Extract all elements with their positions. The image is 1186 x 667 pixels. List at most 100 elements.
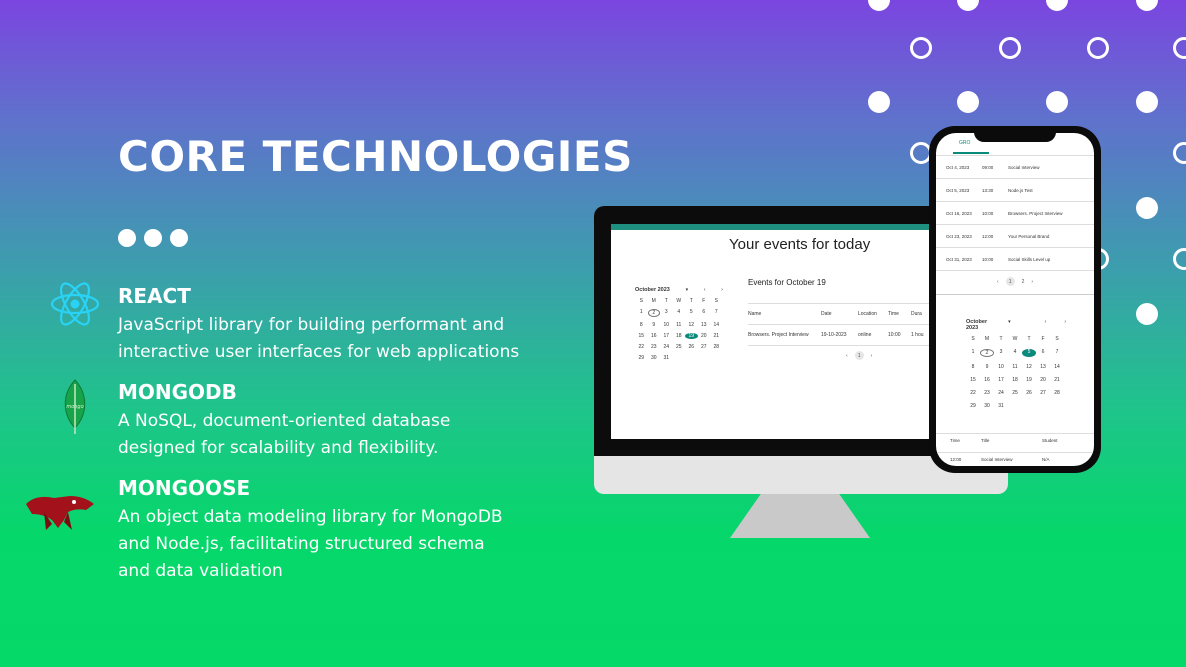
calendar-day[interactable]: 21	[713, 333, 720, 339]
calendar-day[interactable]: 6	[702, 309, 706, 315]
calendar-day	[1050, 403, 1064, 409]
next-month-icon[interactable]: ›	[1064, 319, 1066, 325]
events-heading: Events for October 19	[748, 278, 826, 287]
calendar-day[interactable]: 31	[998, 403, 1004, 409]
weekday-label: F	[702, 298, 706, 304]
calendar-day[interactable]: 16	[650, 333, 657, 339]
calendar-day[interactable]: 18	[1012, 377, 1018, 383]
calendar-day[interactable]: 19	[685, 333, 698, 339]
calendar-day[interactable]: 16	[984, 377, 990, 383]
table-row[interactable]: 12:00 Social Interview N/A	[950, 457, 1050, 462]
calendar-day[interactable]: 12	[1026, 364, 1032, 370]
next-page-icon[interactable]: ›	[870, 352, 873, 359]
calendar-day[interactable]: 27	[1040, 390, 1046, 396]
calendar-day[interactable]: 17	[998, 377, 1004, 383]
calendar-day[interactable]: 9	[652, 322, 656, 328]
calendar-day[interactable]: 24	[998, 390, 1004, 396]
tech-name: REACT	[118, 284, 191, 308]
calendar-day[interactable]: 4	[1013, 349, 1017, 355]
prev-page-icon[interactable]: ‹	[846, 352, 848, 359]
calendar-day[interactable]: 23	[650, 344, 657, 350]
calendar-day[interactable]: 6	[1041, 349, 1045, 355]
prev-page-icon[interactable]: ‹	[996, 278, 999, 285]
calendar-day[interactable]: 31	[663, 355, 670, 361]
chevron-down-icon[interactable]: ▾	[1008, 319, 1011, 325]
next-page-icon[interactable]: ›	[1031, 278, 1034, 285]
calendar-day[interactable]: 10	[998, 364, 1004, 370]
calendar-day[interactable]: 22	[638, 344, 645, 350]
calendar-day[interactable]: 25	[1012, 390, 1018, 396]
calendar-day[interactable]: 15	[638, 333, 645, 339]
calendar-day[interactable]: 27	[700, 344, 707, 350]
calendar-day[interactable]: 13	[1040, 364, 1046, 370]
calendar-day[interactable]: 21	[1054, 377, 1060, 383]
page-button[interactable]: 1	[854, 351, 864, 360]
calendar-day[interactable]: 7	[1055, 349, 1059, 355]
tech-name: MONGODB	[118, 380, 237, 404]
calendar-day	[673, 355, 686, 361]
calendar-day[interactable]: 19	[1026, 377, 1032, 383]
calendar-day[interactable]: 30	[650, 355, 657, 361]
calendar-day[interactable]: 14	[713, 322, 720, 328]
calendar-day[interactable]: 29	[638, 355, 645, 361]
calendar-day[interactable]: 1	[639, 309, 643, 315]
tech-react: REACT JavaScript library for building pe…	[118, 284, 519, 366]
calendar-day[interactable]: 22	[970, 390, 976, 396]
calendar-day[interactable]: 26	[688, 344, 695, 350]
calendar-day[interactable]: 20	[1040, 377, 1046, 383]
weekday-label: M	[651, 298, 656, 304]
mongoose-logo-icon	[24, 490, 96, 539]
prev-month-icon[interactable]: ‹	[1044, 319, 1047, 325]
pagination: ‹ 1 ›	[846, 351, 930, 360]
calendar-day[interactable]: 28	[1054, 390, 1060, 396]
table-row[interactable]: Browsers. Project Interview 19-10-2023 o…	[748, 325, 930, 346]
tab-groups[interactable]: GRO	[959, 140, 971, 146]
page-button[interactable]: 1	[1005, 277, 1015, 286]
calendar-day[interactable]: 9	[985, 364, 989, 370]
tech-name: MONGOOSE	[118, 476, 251, 500]
calendar-day[interactable]: 18	[675, 333, 682, 339]
tech-mongodb: MONGODB A NoSQL, document-oriented datab…	[118, 380, 450, 462]
calendar-day	[698, 355, 711, 361]
calendar-day[interactable]: 1	[971, 349, 975, 355]
calendar-day[interactable]: 3	[664, 309, 668, 315]
calendar-day[interactable]: 12	[688, 322, 695, 328]
calendar-day[interactable]: 11	[1012, 364, 1018, 370]
calendar-day[interactable]: 25	[675, 344, 682, 350]
calendar-day[interactable]: 3	[999, 349, 1003, 355]
calendar-day[interactable]: 24	[663, 344, 670, 350]
calendar-day[interactable]: 5	[689, 309, 693, 315]
calendar-day[interactable]: 2	[980, 349, 994, 357]
calendar-day[interactable]: 2	[647, 309, 660, 317]
chevron-down-icon[interactable]: ▾	[685, 287, 689, 293]
calendar-day[interactable]: 8	[971, 364, 975, 370]
calendar-day[interactable]: 20	[700, 333, 707, 339]
prev-month-icon[interactable]: ‹	[703, 287, 706, 293]
calendar-day[interactable]: 23	[984, 390, 990, 396]
calendar-day[interactable]: 14	[1054, 364, 1060, 370]
calendar-day[interactable]: 10	[663, 322, 670, 328]
react-logo-icon	[49, 281, 101, 332]
calendar-day[interactable]: 13	[700, 322, 707, 328]
next-month-icon[interactable]: ›	[721, 287, 723, 293]
calendar-day[interactable]: 8	[639, 322, 643, 328]
calendar-day[interactable]: 17	[663, 333, 670, 339]
calendar-day[interactable]: 15	[970, 377, 976, 383]
calendar-day[interactable]: 5	[1022, 349, 1036, 357]
calendar-day[interactable]: 7	[714, 309, 718, 315]
calendar-day[interactable]: 28	[713, 344, 720, 350]
page-button[interactable]: 2	[1021, 278, 1025, 285]
calendar-day[interactable]: 30	[984, 403, 990, 409]
phone-table: Time Title Student 12:00 Social Intervie…	[936, 433, 1094, 462]
calendar-day[interactable]: 29	[970, 403, 976, 409]
calendar-day[interactable]: 26	[1026, 390, 1032, 396]
calendar-day[interactable]: 11	[676, 322, 682, 328]
calendar-day[interactable]: 4	[677, 309, 681, 315]
